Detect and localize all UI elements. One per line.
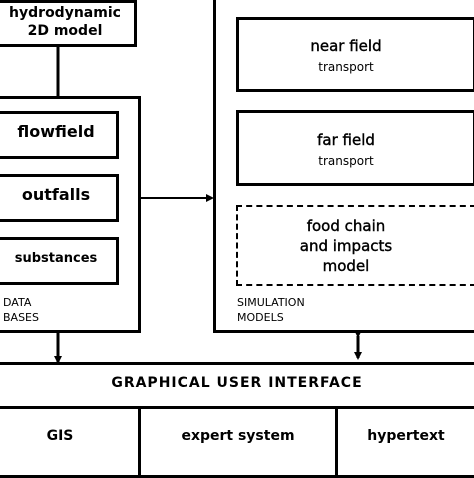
hypertext-module — [335, 406, 474, 478]
far-field-label-1: far field — [317, 131, 375, 149]
hydrodynamic-model-box — [0, 0, 137, 47]
near-field-box — [236, 17, 474, 92]
simulation-caption-1: SIMULATION — [237, 296, 305, 309]
gui-title: GRAPHICAL USER INTERFACE — [111, 375, 363, 391]
far-field-box — [236, 110, 474, 186]
food-chain-label-2: and impacts — [299, 237, 393, 255]
databases-caption-2: BASES — [3, 311, 39, 324]
substances-label: substances — [14, 251, 98, 266]
substances-box — [0, 237, 119, 285]
flowfield-box — [0, 111, 119, 159]
hypertext-label: hypertext — [367, 428, 445, 444]
food-chain-label-1: food chain — [306, 217, 386, 235]
gis-label: GIS — [46, 428, 74, 444]
outfalls-box — [0, 174, 119, 222]
flowfield-label: flowfield — [17, 122, 95, 141]
simulation-caption-2: MODELS — [237, 311, 284, 324]
near-field-label-1: near field — [310, 37, 382, 55]
far-field-label-2: transport — [318, 154, 374, 168]
food-chain-box — [236, 205, 474, 286]
databases-caption-1: DATA — [3, 296, 32, 309]
outfalls-label: outfalls — [21, 185, 91, 204]
expert-system-label: expert system — [181, 428, 295, 444]
hydrodynamic-model-label-2: 2D model — [27, 23, 103, 39]
hydrodynamic-model-label-1: hydrodynamic — [9, 5, 121, 21]
near-field-label-2: transport — [318, 60, 374, 74]
food-chain-label-3: model — [322, 257, 370, 275]
